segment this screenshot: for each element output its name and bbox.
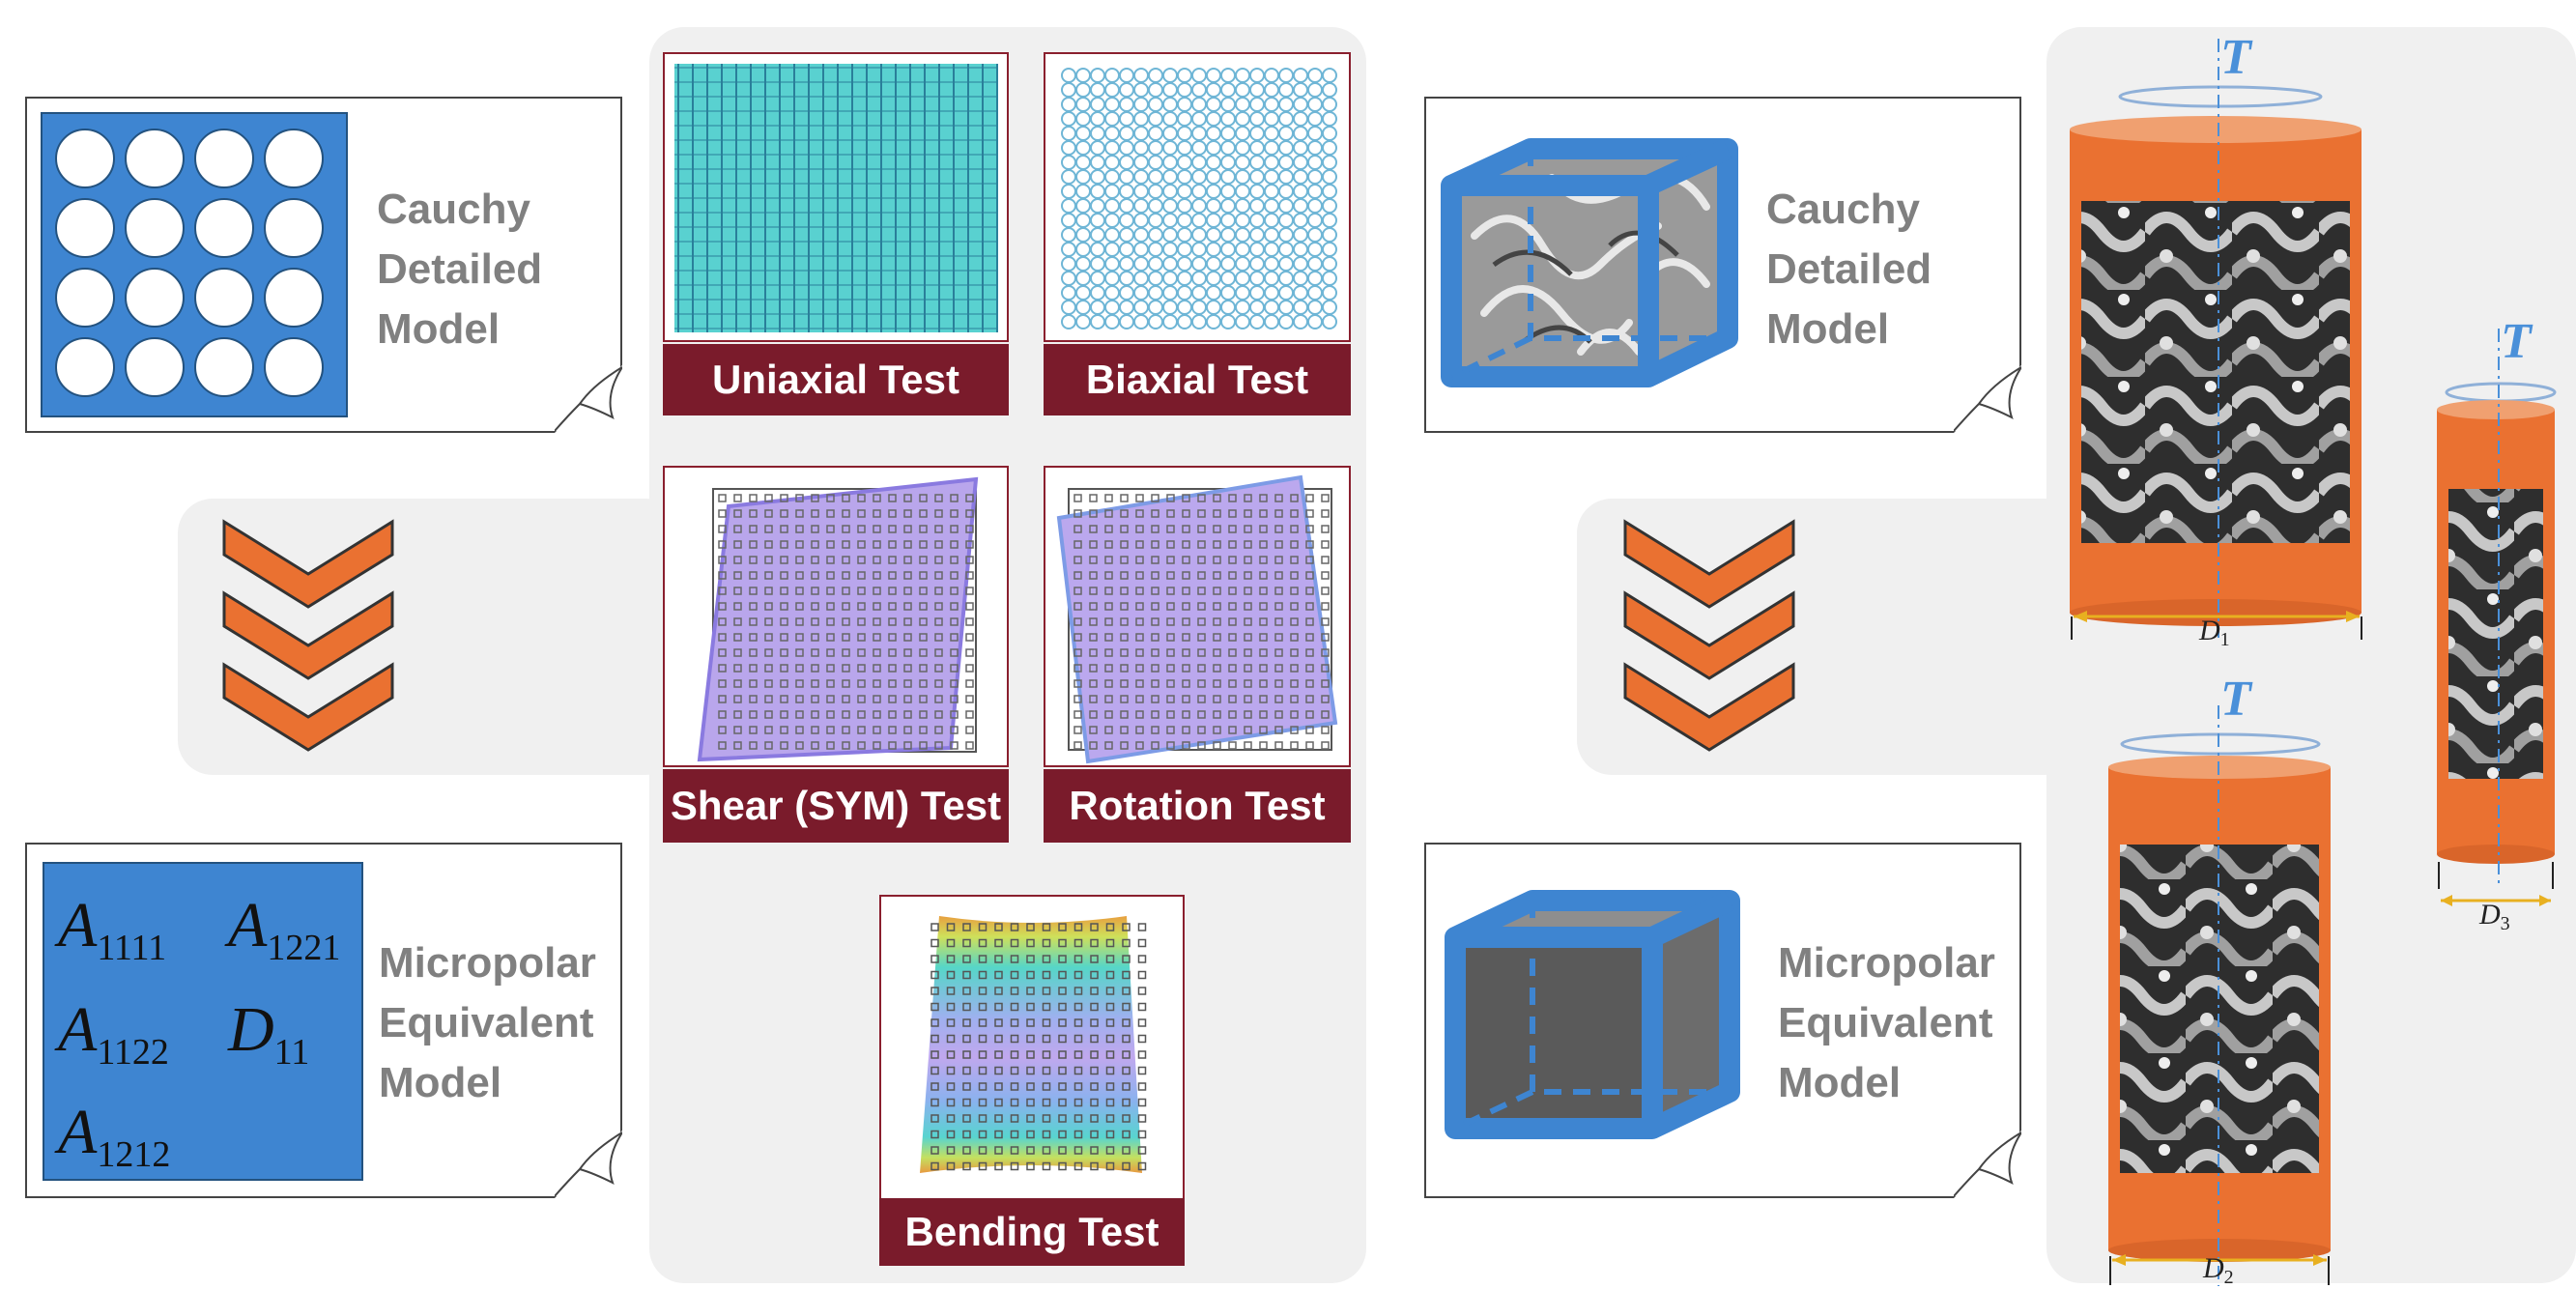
symbol-a1212: A1212 (58, 1097, 171, 1175)
gyroid-cube (1441, 138, 1738, 387)
page-curl (555, 1131, 622, 1198)
symbol-a1122: A1122 (58, 994, 169, 1073)
cylinder-d2 (2108, 705, 2331, 1286)
torque-label-d2: T (2220, 672, 2251, 727)
cylinder-d3 (2437, 329, 2557, 906)
torque-label-d3: T (2501, 314, 2532, 369)
rotation-test-image (1044, 466, 1351, 767)
right-micropolar-label: Micropolar Equivalent Model (1778, 939, 1995, 1106)
right-cauchy-label: Cauchy Detailed Model (1766, 186, 1932, 353)
right-cauchy-card: Cauchy Detailed Model (1424, 97, 2021, 433)
bending-mesh (920, 916, 1147, 1173)
biaxial-mesh (1061, 68, 1337, 329)
biaxial-test-image (1044, 52, 1351, 342)
shear-mesh (697, 476, 979, 762)
uniaxial-test-label: Uniaxial Test (663, 344, 1009, 415)
rotation-mesh (1056, 474, 1338, 764)
dimension-label-d3: D3 (2479, 899, 2510, 934)
left-micropolar-card: A1111 A1221 A1122 D11 A1212 Micropolar E… (25, 843, 622, 1198)
biaxial-test-label: Biaxial Test (1044, 344, 1351, 415)
left-cauchy-card: Cauchy Detailed Model (25, 97, 622, 433)
symbol-a1111: A1111 (58, 890, 167, 968)
perforated-plate (41, 112, 348, 417)
left-cauchy-label: Cauchy Detailed Model (377, 186, 543, 353)
perforated-holes (55, 129, 324, 397)
uniaxial-mesh (674, 64, 998, 332)
page-curl (1954, 1131, 2021, 1198)
bending-test-label: Bending Test (879, 1198, 1185, 1266)
right-micropolar-card: Micropolar Equivalent Model (1424, 843, 2021, 1198)
torque-label-d1: T (2220, 30, 2251, 85)
solid-cube (1445, 890, 1740, 1139)
constants-box: A1111 A1221 A1122 D11 A1212 (43, 862, 363, 1181)
right-down-chevrons (1623, 519, 1795, 752)
symbol-d11: D11 (228, 994, 310, 1073)
dimension-label-d2: D2 (2203, 1252, 2234, 1288)
dimension-label-d1: D1 (2199, 615, 2230, 650)
rotation-test-label: Rotation Test (1044, 769, 1351, 843)
cylinder-d1 (2070, 39, 2362, 640)
page-curl (555, 365, 622, 433)
page-curl (1954, 365, 2021, 433)
symbol-a1221: A1221 (228, 890, 341, 968)
left-down-chevrons (222, 519, 394, 752)
shear-test-image (663, 466, 1009, 767)
shear-test-label: Shear (SYM) Test (663, 769, 1009, 843)
uniaxial-test-image (663, 52, 1009, 342)
bending-test-image (879, 895, 1185, 1200)
left-micropolar-label: Micropolar Equivalent Model (379, 939, 596, 1106)
